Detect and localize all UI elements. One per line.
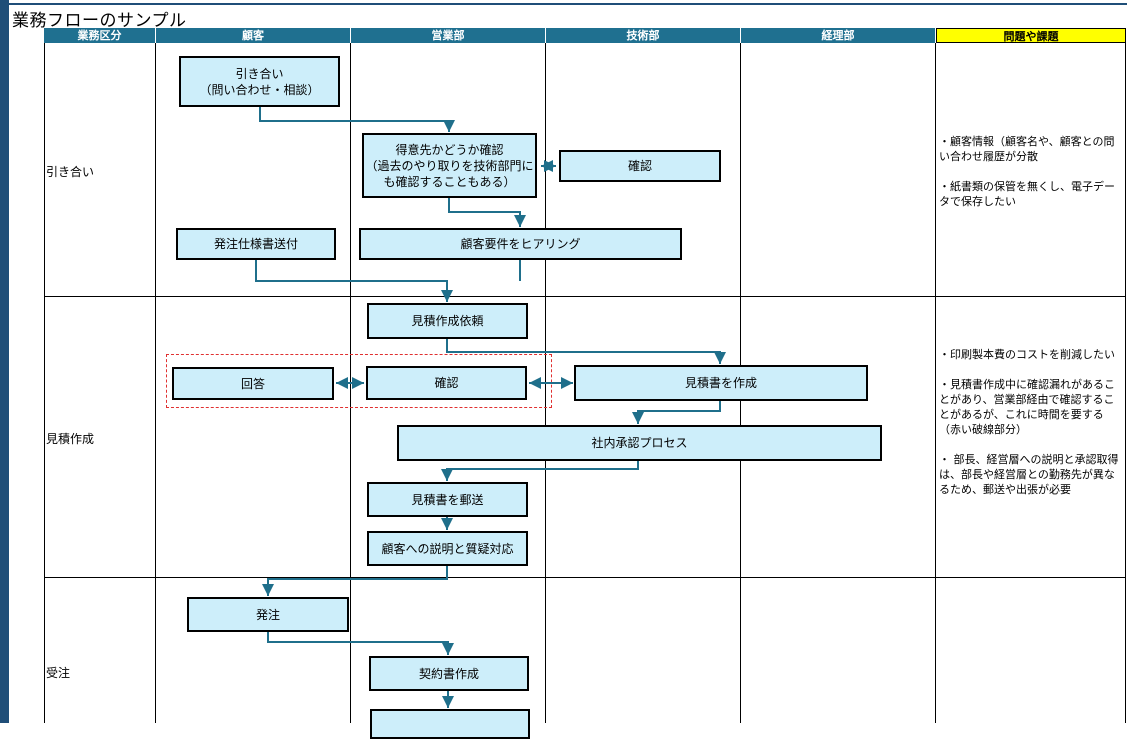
step-mail-quote: 見積書を郵送 — [367, 482, 528, 517]
grid-line — [44, 43, 45, 723]
grid-line — [935, 43, 936, 723]
grid-line — [1125, 43, 1126, 723]
problem-highlight — [166, 354, 552, 408]
header-issues: 問題や課題 — [936, 28, 1126, 43]
connector — [267, 632, 454, 655]
step-hearing: 顧客要件をヒアリング — [359, 228, 682, 260]
header-category: 業務区分 — [44, 28, 156, 43]
connector — [262, 566, 448, 596]
step-create-quote: 見積書を作成 — [574, 365, 868, 401]
header-tech: 技術部 — [546, 28, 741, 43]
top-border — [0, 3, 1127, 5]
row-label-quote: 見積作成 — [46, 432, 95, 446]
row-divider — [44, 577, 1126, 578]
step-tech-confirm: 確認 — [559, 150, 721, 182]
issues-quote: ・印刷製本費のコストを削減したい ・見積書作成中に確認漏れがあることがあり、営業… — [939, 348, 1119, 496]
step-order: 発注 — [187, 597, 349, 632]
connector — [255, 260, 453, 302]
row-label-order: 受注 — [46, 666, 71, 680]
connector — [446, 339, 726, 364]
step-reply: 回答 — [172, 367, 334, 400]
step-sales-confirm: 確認 — [366, 366, 527, 400]
connector — [441, 460, 639, 481]
connector — [259, 107, 455, 132]
header-accounting: 経理部 — [741, 28, 936, 43]
step-quote-request: 見積作成依頼 — [367, 303, 528, 339]
row-label-inquiry: 引き合い — [46, 165, 95, 179]
step-explain: 顧客への説明と質疑対応 — [367, 531, 528, 566]
step-contract: 契約書作成 — [369, 656, 529, 691]
page-title: 業務フローのサンプル — [12, 11, 187, 31]
connector — [448, 198, 526, 227]
step-send-spec: 発注仕様書送付 — [176, 228, 336, 260]
step-check-customer: 得意先かどうか確認 （過去のやり取りを技術部門に も確認することもある） — [362, 133, 537, 198]
header-sales: 営業部 — [351, 28, 546, 43]
issues-inquiry: ・顧客情報（顧客名や、顧客との問い合わせ履歴が分散 ・紙書類の保管を無くし、電子… — [939, 135, 1115, 208]
step-inquiry: 引き合い （問い合わせ・相談） — [179, 56, 340, 107]
grid-line — [155, 43, 156, 723]
step-next-partial — [370, 709, 530, 739]
connectors — [255, 107, 726, 708]
left-border — [0, 0, 9, 723]
header-customer: 顧客 — [156, 28, 351, 43]
connector — [632, 401, 721, 424]
row-divider — [44, 296, 1126, 297]
step-approval: 社内承認プロセス — [397, 425, 882, 461]
